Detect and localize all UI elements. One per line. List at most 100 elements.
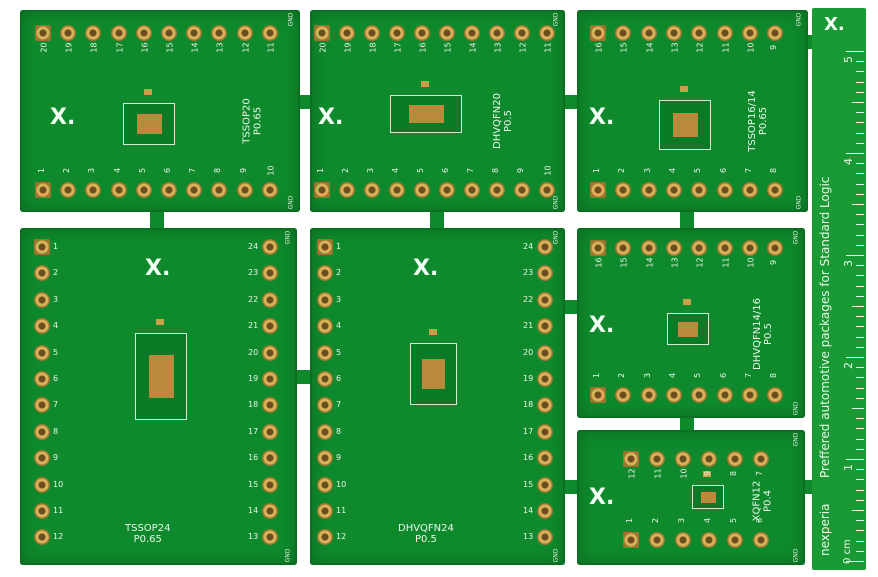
pin-pad-11 [539, 25, 555, 41]
pin-pad-6 [716, 387, 733, 403]
pin-pad-18 [537, 397, 553, 414]
pin-pad-9 [317, 450, 333, 467]
pin-number: 5 [336, 347, 342, 357]
pin-number: 22 [523, 294, 534, 304]
pin-number: 7 [743, 167, 753, 174]
pin-pad-9 [34, 450, 50, 467]
pin-number: 6 [336, 374, 342, 383]
pin-number: 9 [238, 167, 248, 174]
pin-number: 8 [53, 426, 59, 436]
pin-number: 1 [592, 167, 602, 174]
pin-number: 16 [594, 257, 604, 268]
ruler-tick [856, 183, 864, 185]
pin-number: 14 [248, 506, 259, 515]
smd-capacitor-pad [156, 319, 164, 325]
pin-number: 6 [755, 517, 765, 524]
pin-pad-24 [262, 239, 278, 255]
pin-number: 17 [393, 42, 403, 53]
thermal-pad [700, 491, 716, 503]
ruler-tick [856, 428, 864, 430]
gnd-top-label: GND [284, 230, 292, 245]
pin-pad-1 [317, 239, 333, 255]
pin-pad-12 [691, 25, 708, 41]
pin-pad-5 [691, 387, 708, 403]
pin-number: 4 [667, 167, 677, 174]
pin-pad-14 [464, 25, 480, 41]
ic-footprint [410, 343, 457, 405]
pin-number: 3 [642, 372, 652, 379]
pin-number: 15 [523, 479, 534, 489]
ruler-tick [856, 448, 864, 450]
nexperia-logo: X. [589, 105, 615, 130]
pin-number: 8 [491, 167, 501, 174]
pin-pad-12 [317, 529, 333, 546]
package-label-line: P0.65 [133, 534, 162, 545]
pin-pad-15 [161, 25, 177, 41]
pin-number: 1 [336, 242, 342, 251]
gnd-bottom-label: GND [792, 401, 800, 416]
nexperia-logo: X. [318, 105, 344, 130]
pin-pad-7 [741, 387, 758, 403]
thermal-pad [148, 355, 174, 398]
gnd-bottom-label: GND [795, 195, 803, 210]
pin-pad-11 [716, 25, 733, 41]
pin-pad-15 [615, 25, 632, 41]
pin-number: 2 [53, 268, 59, 278]
pin-pad-6 [716, 182, 733, 198]
pin-number: 11 [53, 506, 64, 515]
pin-number: 14 [645, 257, 655, 268]
pin-pad-10 [675, 451, 691, 467]
package-label-line: DHVQFN14/16 [751, 298, 763, 370]
pin-pad-10 [34, 476, 50, 493]
pin-number: 16 [248, 453, 259, 463]
pin-pad-20 [35, 25, 51, 41]
pin-pad-9 [767, 25, 784, 41]
pin-pad-5 [727, 532, 743, 548]
breakaway-tab [562, 95, 578, 109]
pin-pad-14 [262, 503, 278, 519]
package-label-line: P0.4 [762, 490, 774, 512]
smd-capacitor-pad [703, 471, 711, 477]
gnd-bottom-label: GND [552, 195, 560, 210]
pin-number: 20 [523, 347, 534, 357]
pin-number: 1 [625, 517, 635, 524]
pin-number: 12 [336, 532, 347, 542]
pin-number: 7 [188, 167, 198, 174]
pin-pad-13 [665, 240, 682, 256]
pin-number: 10 [679, 468, 689, 479]
package-label-line: TSSOP20 [241, 98, 253, 144]
pin-number: 5 [693, 167, 703, 174]
pin-pad-9 [701, 451, 717, 467]
pin-number: 9 [53, 453, 59, 463]
pin-pad-1 [590, 182, 606, 198]
package-label-line: TSSOP24 [125, 523, 171, 534]
pin-number: 16 [594, 42, 604, 53]
pin-number: 13 [493, 42, 503, 53]
pin-number: 1 [316, 167, 326, 174]
ruler-tick [846, 153, 864, 154]
pin-number: 7 [743, 372, 753, 379]
pin-pad-2 [615, 182, 632, 198]
pin-pad-3 [675, 532, 691, 548]
pin-number: 24 [523, 242, 534, 251]
pin-pad-13 [489, 25, 505, 41]
ruler-tick [856, 275, 864, 277]
ruler-tick [856, 469, 864, 471]
nexperia-logo: X. [413, 256, 439, 281]
pin-number: 9 [336, 453, 342, 463]
ruler-tick [846, 51, 864, 52]
pin-pad-3 [364, 182, 380, 198]
pin-pad-22 [537, 291, 553, 308]
pin-number: 13 [248, 532, 259, 542]
ruler-tick [856, 193, 864, 195]
pin-number: 15 [619, 257, 629, 268]
ruler-mark-label: 5 [842, 56, 855, 63]
pin-number: 14 [468, 42, 478, 53]
pin-number: 21 [523, 321, 534, 331]
pin-pad-13 [537, 529, 553, 546]
pin-number: 12 [518, 42, 528, 53]
pin-pad-12 [623, 451, 639, 467]
